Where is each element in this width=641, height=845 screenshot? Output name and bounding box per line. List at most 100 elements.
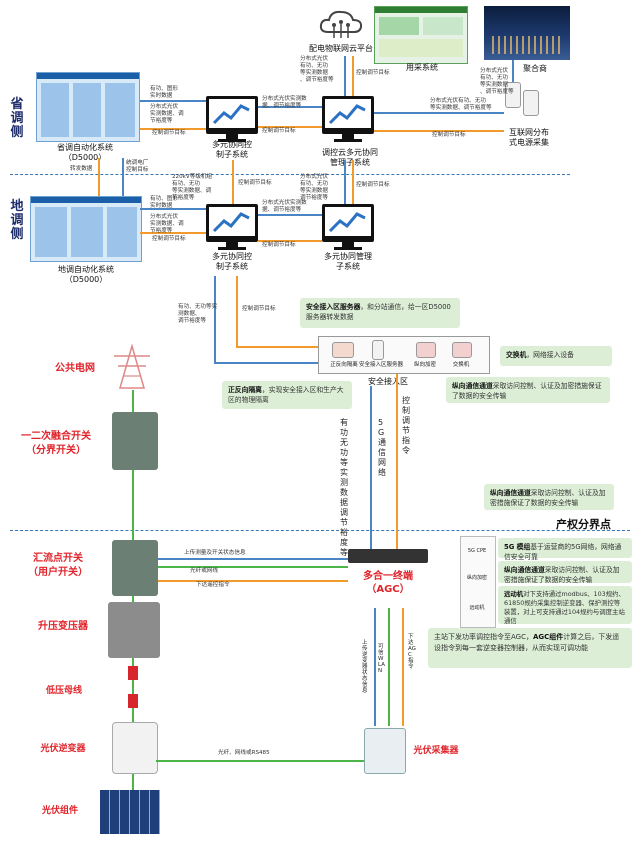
line-terminal-down	[158, 580, 348, 582]
direct-ctrl-label: 统调电厂 控制目标	[126, 160, 149, 173]
converge-switch-label: 汇流点开关 （用户开关）	[28, 553, 88, 578]
inverter-label: 光伏逆变器	[40, 744, 86, 754]
mini-label-remote: 远动机	[469, 605, 485, 611]
isolation-note: 正反向隔离，实现安全接入区和生产大区的物理隔离	[222, 381, 352, 409]
line-sheng-di-2	[122, 158, 124, 196]
line-agg-down	[512, 60, 514, 82]
bus-block-1	[128, 666, 138, 680]
line-cloud-up-2	[352, 56, 354, 96]
bottom-link-label: 光纤、网线或RS485	[218, 750, 270, 756]
collector-label: 光伏采集器	[413, 746, 459, 756]
flow-kongzhi-target-agg: 控制调节目标	[432, 132, 466, 138]
internet-gen-label: 互联网分布 式电源采集	[509, 128, 549, 147]
line-ctrl-cloud-2	[258, 126, 322, 128]
mini-label-encrypt: 纵向加密	[466, 575, 487, 581]
cloud-platform-label: 配电物联网云平台	[309, 44, 373, 53]
line-cloud-up	[344, 56, 346, 96]
step-up-label: 升压变压器	[38, 621, 88, 632]
line-collector-upload	[374, 608, 376, 726]
public-grid-label: 公共电网	[55, 363, 95, 374]
device-label-switch: 交换机	[452, 362, 470, 368]
switch-device-icon	[452, 342, 472, 358]
line-security-terminal-down	[396, 374, 398, 550]
line-agg-cloud	[374, 112, 504, 114]
flow-fenbu-real-mid: 分布式光伏 实测数据、调 节裕度等	[150, 214, 184, 234]
line-security-terminal-up	[370, 386, 372, 550]
line-security-left	[214, 362, 318, 364]
boundary-label: 产权分界点	[556, 518, 611, 531]
vertical-channel-note-2: 纵向通信通道采取访问控制、认证及加密措施保证了数据的安全传输	[484, 484, 614, 510]
mini-label-5g: 5G CPE	[467, 548, 487, 554]
transformer-icon	[108, 602, 160, 658]
line-ctrl-cloud	[258, 106, 322, 108]
line-collector-agc	[402, 608, 404, 726]
g5-vertical-label: 5G通信网络	[378, 418, 386, 477]
terminal-label: 多合一终端 （AGC）	[363, 571, 413, 595]
cloud-icon	[318, 8, 364, 42]
security-zone-label: 安全接入区	[368, 377, 408, 386]
divider-top	[10, 174, 570, 175]
sheng-system-label: 省调自动化系统 （D5000）	[57, 143, 113, 162]
line-di-midctrl	[140, 208, 206, 210]
flow-fenbu-real-2: 分布式光伏实测数 据、调节裕度等	[262, 96, 307, 109]
wlan-label: 可信WLAN	[378, 644, 385, 674]
line-security-left-2	[236, 346, 318, 348]
line-topctrl-midctrl	[232, 160, 234, 204]
line-cloud-midmgmt	[344, 160, 346, 204]
power-tower-icon	[104, 343, 160, 390]
sheng-screenshot	[36, 72, 140, 142]
line-sheng-ctrl	[140, 100, 206, 102]
remote-note: 远动机对下支持通过modbus、103规约、61850规约采集控制逆变器、保护测…	[498, 586, 632, 625]
flow-kongzhi-target-cloud: 控制调节目标	[262, 128, 296, 134]
ctrl-vertical-label: 控制调节指令	[402, 396, 410, 455]
line-cloud-midmgmt-2	[352, 160, 354, 204]
multi-ctrl-top-monitor-icon	[206, 96, 258, 142]
converge-switch-icon	[112, 540, 158, 596]
encrypt-device-icon	[416, 342, 436, 358]
flow-fenbu-yougong2: 分布式光伏 有功、无功 等实测数据 、调节裕度等	[480, 68, 514, 95]
device-label-server: 安全接入区服务器	[358, 362, 403, 368]
device-label-encrypt: 纵向加密	[413, 362, 436, 368]
module-label: 光伏组件	[41, 806, 78, 816]
upload-info-label: 上传测量及开关状态信息	[184, 550, 246, 556]
flow-fenbu-real-mgmt: 分布式光伏实测数 据、调节裕度等	[262, 200, 307, 213]
flow-kongzhi-target: 控制调节目标	[152, 130, 186, 136]
server-icon	[523, 90, 539, 116]
cloud-mgmt-monitor-icon	[322, 96, 374, 142]
vertical-channel-note-1: 纵向通信通道采取访问控制、认证及加密措施保证了数据的安全传输	[446, 377, 610, 403]
server-icon	[505, 82, 521, 108]
switch-note: 交换机，网络接入设备	[500, 346, 612, 366]
down-cmd-label: 下达遥控指令	[196, 582, 230, 588]
flow-kongzhi-target-mid1: 控制调节目标	[238, 180, 272, 186]
isolation-device-icon	[332, 342, 354, 358]
flow-kongzhi-target-mgmt: 控制调节目标	[262, 242, 296, 248]
multi-mgmt-mid-monitor-icon	[322, 204, 374, 250]
terminal-device-icon	[348, 549, 428, 563]
multi-mgmt-mid-label: 多元协同管理 子系统	[324, 252, 372, 271]
line-agg-cloud-2	[374, 130, 504, 132]
fiber-label: 光纤或网线	[190, 568, 218, 574]
pv-panel-icon	[100, 790, 160, 834]
line-di-midctrl-2	[140, 232, 206, 234]
line-terminal-fiber	[158, 566, 348, 568]
di-screenshot	[30, 196, 142, 262]
multi-ctrl-mid-monitor-icon	[206, 204, 258, 250]
line-sheng-di	[98, 158, 100, 196]
forward-data-label: 转发数据	[70, 166, 93, 172]
upload-vertical-label: 有功无功等实测数据调节裕度等	[340, 418, 348, 557]
aggregator-image	[484, 6, 570, 60]
line-inverter-collector	[156, 760, 364, 762]
server-device-icon	[372, 340, 384, 360]
server-note: 安全接入区服务器，和分站通信，给一区D5000服务器转发数据	[300, 298, 460, 328]
flow-kongzhi-target-security: 控制调节目标	[242, 306, 276, 312]
upload-inverter-label: 上传逆变器状态信息	[362, 640, 368, 694]
agc-note: 主站下发功率调控指令至AGC，AGC组件计算之后，下发遥设指令到每一套逆变器控制…	[428, 628, 632, 668]
device-label-isolation: 正反向隔离	[330, 362, 358, 368]
di-side-label: 地调侧	[10, 199, 24, 242]
vertical-note-3: 纵向通信通道采取访问控制、认证及加密措施保证了数据的安全传输	[498, 561, 632, 584]
di-system-label: 地调自动化系统 （D5000）	[58, 265, 114, 284]
line-midctrl-security	[214, 276, 216, 362]
cloud-mgmt-label: 调控云多元协同 管理子系统	[322, 148, 378, 167]
flow-yougong-tupu-2: 有功、图形 实时数据	[150, 196, 178, 209]
line-midctrl-security-2	[236, 276, 238, 346]
